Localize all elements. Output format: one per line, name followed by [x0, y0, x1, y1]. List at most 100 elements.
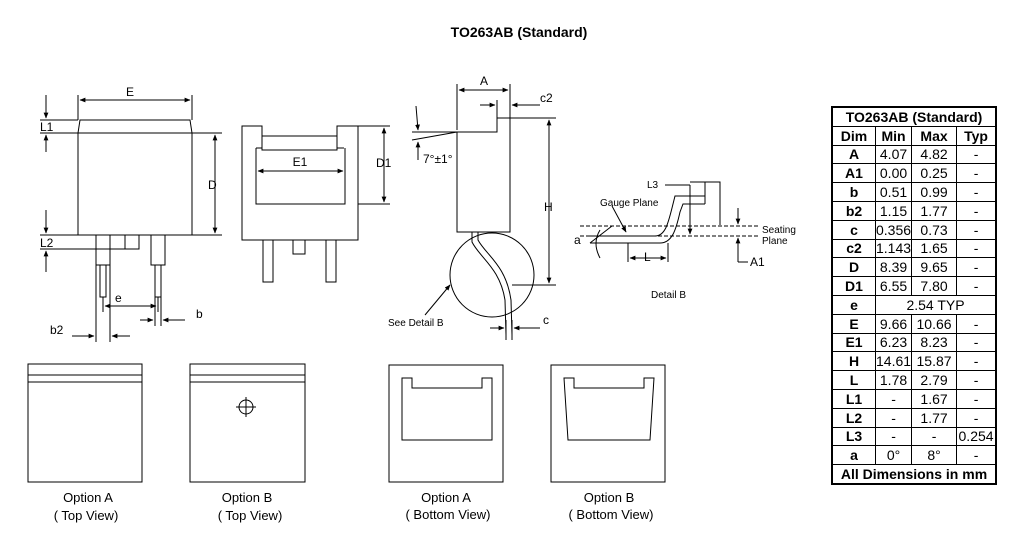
cell-typ: -	[956, 219, 997, 240]
caption-top-view-b: ( Top View)	[218, 508, 283, 523]
cell-min: 0.356	[874, 219, 913, 240]
cell-typ: -	[956, 144, 997, 165]
cell-max: 0.99	[911, 182, 958, 202]
dim-label-A: A	[480, 74, 488, 88]
option-b-top-view	[189, 363, 306, 483]
cell-typ: -	[956, 445, 997, 466]
cell-dim: L1	[831, 388, 876, 409]
cell-typ: -	[956, 238, 997, 259]
dim-label-A1: A1	[750, 255, 765, 269]
dim-label-H: H	[544, 200, 553, 214]
cell-dim: a	[831, 445, 876, 466]
table-title: TO263AB (Standard)	[831, 106, 997, 127]
header-typ: Typ	[956, 125, 997, 146]
cell-min: -	[874, 388, 913, 409]
header-min: Min	[874, 125, 913, 146]
cell-typ: -	[956, 370, 997, 390]
caption-option-b-top: Option B	[222, 490, 273, 505]
header-max: Max	[911, 125, 958, 146]
cell-dim: A1	[831, 163, 876, 184]
detail-b-label: Detail B	[651, 290, 686, 301]
cell-min: 4.07	[874, 144, 913, 165]
dim-label-L2: L2	[40, 236, 54, 250]
cell-max: 1.77	[911, 200, 958, 221]
seating-label: Seating	[762, 225, 796, 236]
dim-label-b2: b2	[50, 323, 64, 337]
detail-b-view	[580, 181, 760, 263]
cell-max: 10.66	[911, 313, 958, 334]
cell-dim: L	[831, 370, 876, 390]
front-view	[40, 95, 222, 342]
dim-label-D1: D1	[376, 156, 392, 170]
cell-dim: b2	[831, 200, 876, 221]
cell-typ: -	[956, 313, 997, 334]
cell-min: 0.00	[874, 163, 913, 184]
cell-min: 1.15	[874, 200, 913, 221]
cell-max: 9.65	[911, 257, 958, 278]
cell-dim: c2	[831, 238, 876, 259]
cell-typ-span: 2.54 TYP	[875, 294, 997, 315]
caption-bottom-view-b: ( Bottom View)	[568, 507, 653, 522]
plane-label: Plane	[762, 236, 788, 247]
option-b-bottom-view	[550, 364, 666, 483]
table-row: L3--0.254	[831, 426, 997, 447]
cell-dim: L2	[831, 407, 876, 428]
dim-label-L1: L1	[40, 120, 54, 134]
table-footer: All Dimensions in mm	[831, 464, 997, 485]
cell-min: 1.78	[874, 370, 913, 390]
cell-min: 6.23	[874, 332, 913, 353]
caption-option-a-top: Option A	[63, 490, 113, 505]
cell-min: 9.66	[874, 313, 913, 334]
cell-max: 8°	[911, 445, 958, 466]
cell-dim: H	[831, 351, 876, 372]
see-detail-label: See Detail B	[388, 318, 444, 329]
cell-typ: -	[956, 388, 997, 409]
cell-min: -	[874, 426, 913, 447]
caption-option-a-bottom: Option A	[421, 490, 471, 505]
cell-dim: b	[831, 182, 876, 202]
cell-max: -	[911, 426, 958, 447]
dim-label-c2: c2	[540, 91, 553, 105]
caption-top-view-a: ( Top View)	[54, 508, 119, 523]
cell-typ: -	[956, 257, 997, 278]
cell-max: 15.87	[911, 351, 958, 372]
dim-label-e: e	[115, 291, 122, 305]
cell-typ: -	[956, 182, 997, 202]
table-header-row: Dim Min Max Typ	[831, 125, 997, 146]
cell-dim: E1	[831, 332, 876, 353]
cell-typ: -	[956, 276, 997, 296]
cell-dim: E	[831, 313, 876, 334]
cell-typ: -	[956, 200, 997, 221]
option-a-bottom-view	[388, 364, 504, 483]
dim-label-D: D	[208, 178, 217, 192]
cell-min: 0°	[874, 445, 913, 466]
cell-max: 2.79	[911, 370, 958, 390]
caption-option-b-bottom: Option B	[584, 490, 635, 505]
cell-max: 1.65	[911, 238, 958, 259]
cell-min: 14.61	[874, 351, 913, 372]
side-view	[411, 84, 556, 340]
cell-dim: L3	[831, 426, 876, 447]
gauge-plane-label: Gauge Plane	[600, 198, 659, 209]
cell-max: 1.77	[911, 407, 958, 428]
cell-max: 0.73	[911, 219, 958, 240]
dim-label-E: E	[126, 85, 134, 99]
cell-min: 8.39	[874, 257, 913, 278]
cell-max: 8.23	[911, 332, 958, 353]
cell-dim: e	[831, 294, 876, 315]
cell-typ: 0.254	[956, 426, 997, 447]
cell-min: 0.51	[874, 182, 913, 202]
cell-dim: D1	[831, 276, 876, 296]
table-footer-row: All Dimensions in mm	[831, 464, 997, 485]
cell-dim: D	[831, 257, 876, 278]
